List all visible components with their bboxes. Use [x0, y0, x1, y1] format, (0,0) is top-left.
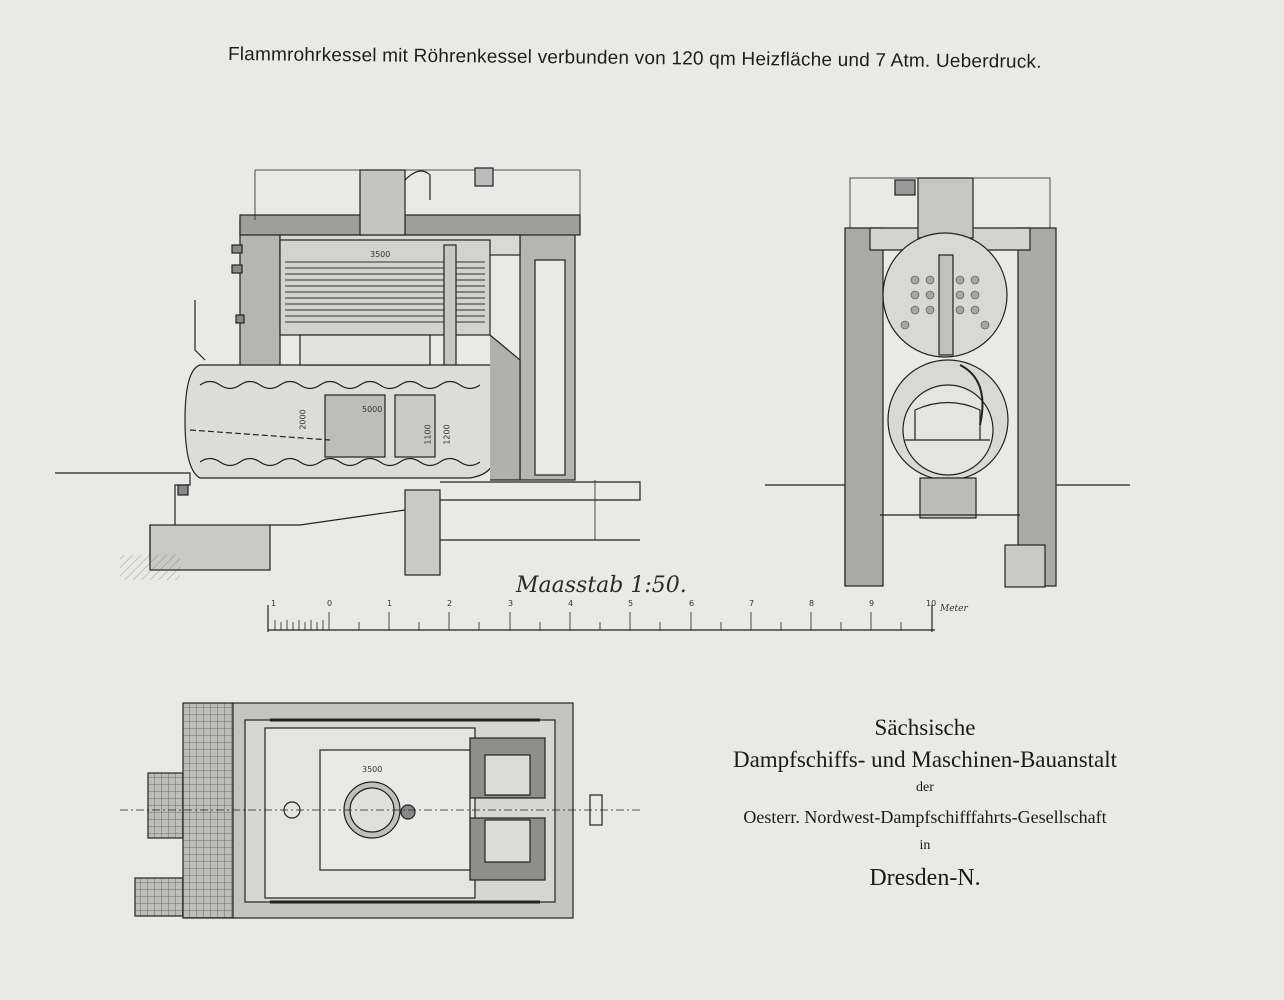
scale-tick-label: 9: [869, 599, 875, 608]
scale-tick-label: 4: [568, 599, 574, 608]
dimension-label: 1100: [423, 424, 433, 445]
scale-unit: Meter: [940, 604, 968, 614]
company-line-4: Oesterr. Nordwest-Dampfschifffahrts-Gese…: [743, 807, 1107, 827]
company-line-5: in: [919, 838, 931, 853]
scale-tick-label: 3: [508, 599, 514, 608]
scale-tick-label: 0: [327, 599, 333, 608]
scale-tick-label: 6: [689, 599, 695, 608]
scale-tick-label: 1: [271, 599, 277, 608]
company-line-6: Dresden-N.: [869, 865, 981, 891]
dimension-label: 3500: [362, 765, 383, 774]
end-elevation: [765, 177, 1130, 588]
company-line-2: Dampfschiffs- und Maschinen-Bauanstalt: [732, 747, 1118, 772]
dimension-label: 2000: [298, 409, 308, 430]
plan-view: [120, 702, 640, 919]
company-line-1: Sächsische: [874, 715, 976, 740]
company-block: Sächsische Dampfschiffs- und Maschinen-B…: [690, 712, 1160, 898]
scale-tick-label: 5: [628, 599, 634, 608]
scale-tick-label: 7: [749, 599, 755, 608]
scale-tick-label: 10: [926, 599, 937, 608]
scale-tick-label: 2: [447, 599, 453, 608]
scale-caption: Maasstab 1:50.: [516, 573, 687, 598]
scale-bar: [267, 605, 935, 632]
scale-tick-label: 8: [809, 599, 815, 608]
company-line-3: der: [916, 780, 934, 795]
dimension-label: 1200: [442, 424, 452, 445]
side-elevation: [55, 167, 641, 580]
dimension-label: 3500: [370, 250, 391, 259]
scale-tick-label: 1: [387, 599, 393, 608]
dimension-label: 5000: [362, 405, 383, 414]
